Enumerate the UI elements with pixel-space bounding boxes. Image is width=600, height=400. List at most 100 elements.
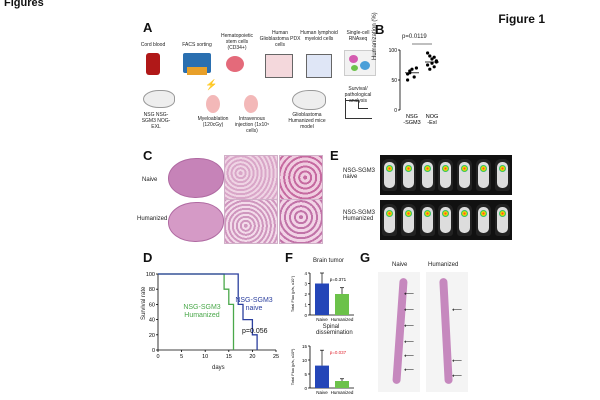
histology-row1-label: Naive <box>142 177 158 183</box>
ivis-signal <box>385 210 393 217</box>
survival-xtick-label: 0 <box>156 354 159 360</box>
survival-xtick-label: 10 <box>202 354 208 360</box>
bar-category-label: Naive <box>316 317 328 322</box>
bar-category-label: Naive <box>316 390 328 395</box>
histology-row2-label: Humanized <box>137 216 168 222</box>
histology-humanized-low <box>224 199 278 244</box>
ivis-signal <box>385 165 393 172</box>
hsc-label: Hematopoietic stem cells (CD34+) <box>221 33 253 51</box>
ivis-humanized-strip <box>380 200 512 240</box>
blood-bag-icon <box>146 53 160 75</box>
bar <box>335 381 349 388</box>
model-label: Glioblastoma Humanized mice model <box>288 112 326 130</box>
ivis-mouse <box>494 204 510 236</box>
survival-series-line <box>158 273 258 350</box>
ivis-mouse-body <box>440 207 452 233</box>
bar-ytick-label: 3 <box>304 282 307 287</box>
ivis-signal <box>404 165 412 172</box>
mouse-icon <box>143 90 175 108</box>
scatter-ytick-label: 100 <box>389 48 398 54</box>
ivis-signal <box>442 165 450 172</box>
legend-humanized: NSG-SGM3 Humanized <box>183 304 221 319</box>
scatter-xtick-label: NSG <box>406 114 418 120</box>
ivis-signal <box>423 165 431 172</box>
ivis-mouse <box>400 159 416 191</box>
survival-ytick-label: 40 <box>149 318 155 324</box>
ivis-signal <box>498 210 506 217</box>
histology-naive-high <box>279 155 323 200</box>
histology-humanized-high <box>279 199 323 244</box>
ivis-mouse-body <box>459 207 471 233</box>
panel-label-c: C <box>143 148 153 163</box>
survival-ytick-label: 80 <box>149 287 155 293</box>
survival-xtick-label: 15 <box>226 354 232 360</box>
bar1-title: Brain tumor <box>313 258 345 264</box>
panel-label-a: A <box>143 20 153 35</box>
ivis-signal <box>480 165 488 172</box>
scatter-point <box>432 55 436 59</box>
arrow-icon: ⟵ <box>404 291 415 298</box>
survival-ytick-label: 20 <box>149 333 155 339</box>
bar-ytick-label: 1 <box>304 303 307 308</box>
ivis-mouse <box>438 204 454 236</box>
bar <box>335 294 349 315</box>
survival-xtick-label: 20 <box>249 354 255 360</box>
arrow-icon: ⟵ <box>452 307 463 314</box>
spinal-section-humanized <box>426 272 468 392</box>
ivis-mouse-body <box>402 207 414 233</box>
ivis-signal <box>461 210 469 217</box>
scatter-pvalue: p=0.0119 <box>402 34 427 40</box>
arrow-icon: ⟵ <box>404 367 415 374</box>
panel-label-e: E <box>330 148 339 163</box>
brain-section-naive <box>168 158 224 198</box>
ivis-row1-label: NSG-SGM3 naive <box>343 168 376 180</box>
lymphoid-cells-icon <box>306 54 332 78</box>
panel-label-b: B <box>375 22 385 37</box>
survival-pvalue: p=0.056 <box>242 328 268 335</box>
bar-ylabel: Total Flux (p/s, x10⁷) <box>290 275 295 312</box>
ivis-mouse-body <box>440 162 452 188</box>
ivis-mouse-body <box>478 162 490 188</box>
spinal-col2-label: Humanized <box>428 262 459 268</box>
ivis-mouse-body <box>478 207 490 233</box>
arrow-icon: ⟵ <box>452 373 463 380</box>
bar-category-label: Humanized <box>331 390 354 395</box>
ivis-mouse <box>476 204 492 236</box>
arrow-icon: ⟵ <box>404 323 415 330</box>
facs-machine-icon <box>183 53 211 75</box>
bar-ytick-label: 15 <box>302 344 308 349</box>
bar-ytick-label: 0 <box>304 386 307 391</box>
myeloablation-label: Myeloablation (120cGy) <box>197 116 229 128</box>
scatter-xtick-label: -SGM3 <box>403 120 420 126</box>
scatter-point <box>428 67 432 71</box>
scatter-point <box>426 51 430 55</box>
bar-ytick-label: 2 <box>304 292 307 297</box>
scatter-xtick-label: NOG <box>426 114 439 120</box>
arrow-icon: ⟵ <box>452 358 463 365</box>
ivis-signal <box>442 210 450 217</box>
ivis-mouse-body <box>459 162 471 188</box>
bar-ytick-label: 0 <box>304 313 307 318</box>
bar-ytick-label: 5 <box>304 372 307 377</box>
bar-ylabel: Total Flux (p/s, x10⁸) <box>290 348 295 385</box>
scatter-ytick-label: 0 <box>394 108 397 114</box>
ivis-mouse-body <box>496 162 508 188</box>
injected-pup-icon <box>244 95 258 113</box>
ivis-mouse <box>400 204 416 236</box>
ivis-signal <box>461 165 469 172</box>
panel-label-f: F <box>285 250 293 265</box>
bar <box>315 365 329 388</box>
bar2-title: Spinal dissemination <box>316 324 353 336</box>
ivis-mouse <box>419 204 435 236</box>
ivis-mouse <box>438 159 454 191</box>
scatter-xtick-label: -Exl <box>427 120 436 126</box>
panel-label-d: D <box>143 250 153 265</box>
bar-category-label: Humanized <box>331 317 354 322</box>
arrow-icon: ⟵ <box>404 307 415 314</box>
bar-ytick-label: 10 <box>302 358 308 363</box>
scatter-ylabel: Humanization (%) <box>372 12 378 60</box>
ivis-mouse-body <box>383 207 395 233</box>
ivis-mouse <box>457 204 473 236</box>
